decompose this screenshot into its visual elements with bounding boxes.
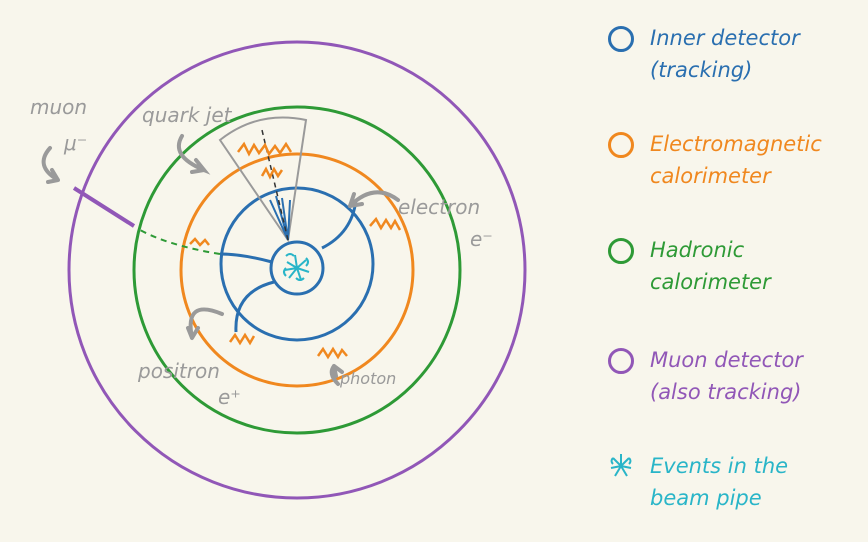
positron-arrow bbox=[186, 307, 224, 340]
legend-label-beam-pipe: Events in the beam pipe bbox=[650, 454, 789, 510]
muon-label: muon bbox=[30, 95, 87, 119]
muon-hit bbox=[72, 186, 136, 228]
beam-pipe-ring bbox=[269, 240, 325, 296]
inner-detector-ring bbox=[219, 186, 375, 342]
electron-arrow bbox=[348, 190, 400, 208]
jet-deposit-top bbox=[237, 141, 293, 157]
legend-label-em-calorimeter: Electromagnetic calorimeter bbox=[650, 132, 822, 188]
legend-label-muon-detector: Muon detector (also tracking) bbox=[650, 348, 803, 404]
em-calorimeter-ring bbox=[179, 152, 415, 388]
positron-track bbox=[234, 280, 275, 333]
quark-jet-label: quark jet bbox=[142, 103, 233, 127]
detector-cross-section: muon μ⁻ quark jet electron e⁻ positron e… bbox=[30, 40, 527, 500]
quark-jet-tracks bbox=[269, 195, 291, 241]
positron-label: positron bbox=[137, 359, 220, 383]
quark-jet-cone bbox=[218, 116, 308, 243]
beam-pipe-event bbox=[283, 253, 310, 281]
hadronic-calorimeter-ring bbox=[132, 105, 462, 435]
muon-detector-swatch-icon bbox=[608, 348, 634, 374]
annotation-arrows bbox=[41, 134, 400, 386]
positron-symbol-label: e⁺ bbox=[218, 385, 241, 409]
muon-detector-ring bbox=[67, 40, 527, 500]
electron-deposit bbox=[369, 216, 402, 231]
legend-label-hadronic-calorimeter: Hadronic calorimeter bbox=[650, 238, 771, 294]
hadronic-calorimeter-swatch-icon bbox=[608, 238, 634, 264]
electron-symbol-label: e⁻ bbox=[470, 227, 493, 251]
muon-inner-track bbox=[219, 252, 273, 264]
photon-deposit bbox=[316, 346, 348, 360]
em-calorimeter-swatch-icon bbox=[608, 132, 634, 158]
positron-deposit bbox=[228, 332, 256, 346]
photon-label: photon bbox=[339, 369, 396, 388]
muon-dashed-path bbox=[139, 229, 221, 255]
muon-calo-deposit bbox=[189, 237, 210, 247]
electron-label: electron bbox=[398, 195, 480, 219]
muon-arrow bbox=[41, 146, 60, 184]
jet-deposit-mid bbox=[260, 166, 284, 180]
em-deposits bbox=[189, 141, 402, 360]
photon-arrow bbox=[329, 364, 344, 386]
legend-label-inner-detector: Inner detector (tracking) bbox=[650, 26, 800, 82]
quark-jet-arrow bbox=[176, 134, 206, 174]
muon-symbol-label: μ⁻ bbox=[63, 131, 87, 155]
beam-pipe-event-icon bbox=[610, 454, 632, 477]
inner-detector-swatch-icon bbox=[608, 26, 634, 52]
